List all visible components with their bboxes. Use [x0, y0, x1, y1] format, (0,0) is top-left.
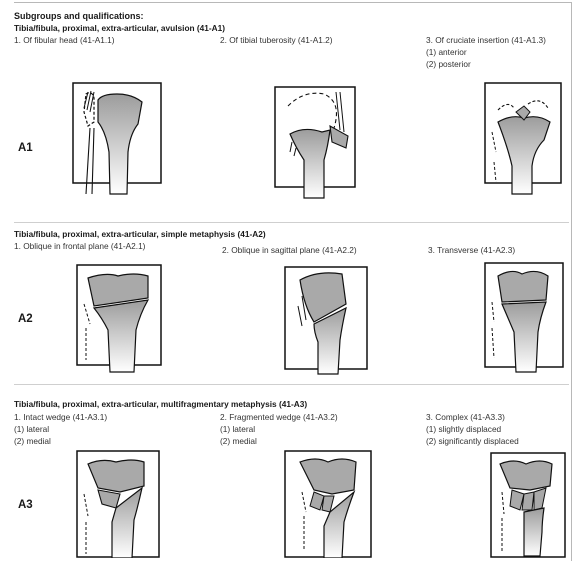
- a3-item-1-label: 1. Intact wedge (41-A3.1): [14, 413, 107, 421]
- figure-a2-3: [484, 262, 570, 374]
- figure-a1-2: [274, 86, 364, 201]
- a1-item-3-qualifier-2: (2) posterior: [426, 60, 471, 68]
- figure-a2-2: [284, 266, 374, 376]
- page-heading: Subgroups and qualifications:: [14, 12, 144, 21]
- section-divider-1: [14, 222, 569, 223]
- figure-a3-2: [284, 450, 374, 558]
- a3-item-3-qualifier-1: (1) slightly displaced: [426, 425, 501, 433]
- figure-a2-1: [76, 264, 166, 374]
- a3-item-3-label: 3. Complex (41-A3.3): [426, 413, 505, 421]
- figure-a3-1: [76, 450, 162, 558]
- figure-a3-3: [490, 452, 570, 558]
- section-a2-title: Tibia/fibula, proximal, extra-articular,…: [14, 230, 266, 238]
- section-a3-title: Tibia/fibula, proximal, extra-articular,…: [14, 400, 307, 408]
- a1-item-3-label: 3. Of cruciate insertion (41-A1.3): [426, 36, 546, 44]
- a2-item-1-label: 1. Oblique in frontal plane (41-A2.1): [14, 242, 145, 250]
- row-label-a1: A1: [18, 143, 33, 155]
- a2-item-3-label: 3. Transverse (41-A2.3): [428, 246, 515, 254]
- a3-item-1-qualifier-2: (2) medial: [14, 437, 51, 445]
- figure-a1-3: [484, 82, 570, 197]
- a3-item-2-label: 2. Fragmented wedge (41-A3.2): [220, 413, 338, 421]
- a2-item-2-label: 2. Oblique in sagittal plane (41-A2.2): [222, 246, 357, 254]
- section-divider-2: [14, 384, 569, 385]
- section-a1-title: Tibia/fibula, proximal, extra-articular,…: [14, 24, 225, 32]
- a1-item-2-label: 2. Of tibial tuberosity (41-A1.2): [220, 36, 333, 44]
- figure-a1-1: [72, 82, 162, 197]
- a1-item-3-qualifier-1: (1) anterior: [426, 48, 467, 56]
- frame-border-right: [571, 2, 572, 561]
- frame-border-top: [14, 2, 572, 3]
- a1-item-1-label: 1. Of fibular head (41-A1.1): [14, 36, 115, 44]
- a3-item-1-qualifier-1: (1) lateral: [14, 425, 49, 433]
- row-label-a3: A3: [18, 500, 33, 512]
- a3-item-3-qualifier-2: (2) significantly displaced: [426, 437, 519, 445]
- row-label-a2: A2: [18, 314, 33, 326]
- a3-item-2-qualifier-1: (1) lateral: [220, 425, 255, 433]
- a3-item-2-qualifier-2: (2) medial: [220, 437, 257, 445]
